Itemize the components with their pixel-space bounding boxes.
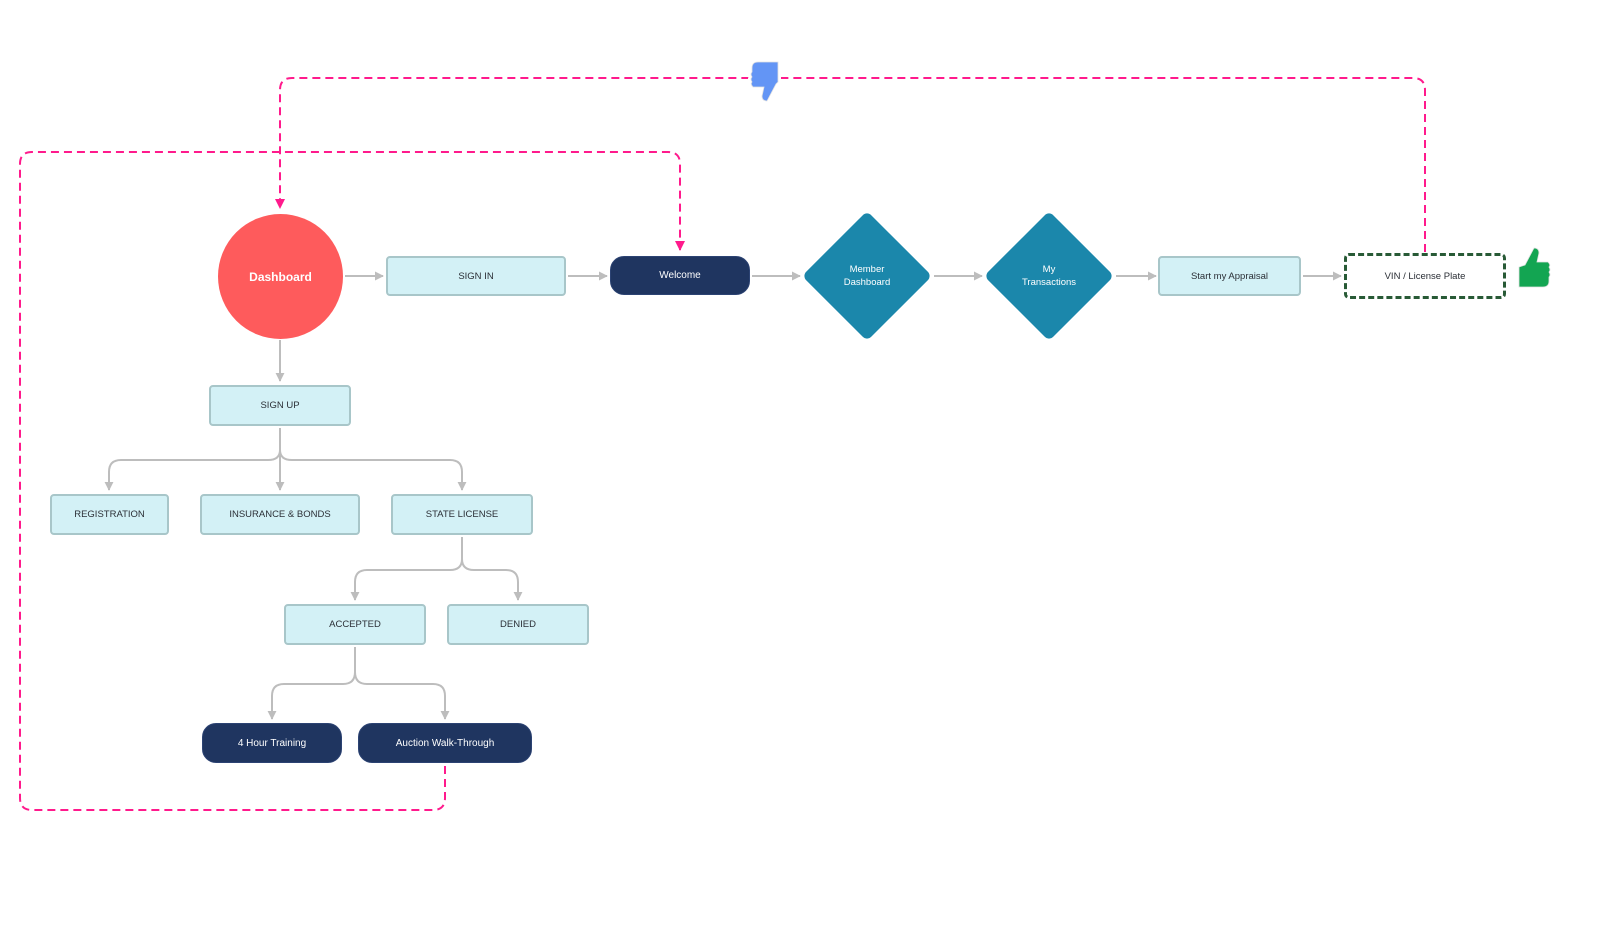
- loop-walkthrough-to-welcome: [19, 151, 685, 811]
- thumbs-up-icon: [1516, 245, 1553, 290]
- thumbs-down-icon: [748, 59, 781, 104]
- sign-in-node[interactable]: SIGN IN: [386, 256, 566, 296]
- member-dashboard-label: Member Dashboard: [843, 264, 891, 288]
- start-appraisal-label: Start my Appraisal: [1190, 270, 1269, 282]
- my-transactions-node[interactable]: My Transactions: [983, 210, 1115, 342]
- edge-statelicense-denied: [461, 558, 523, 601]
- insurance-bonds-label: INSURANCE & BONDS: [229, 509, 331, 520]
- edge-signup-registration: [104, 428, 281, 491]
- training-node[interactable]: 4 Hour Training: [202, 723, 342, 763]
- dashboard-label: Dashboard: [249, 269, 312, 284]
- edge-statelicense-accepted: [350, 537, 463, 601]
- insurance-bonds-node[interactable]: INSURANCE & BONDS: [200, 494, 360, 535]
- denied-label: DENIED: [500, 619, 536, 630]
- accepted-label: ACCEPTED: [329, 619, 381, 630]
- state-license-label: STATE LICENSE: [425, 509, 499, 520]
- sign-up-label: SIGN UP: [260, 400, 300, 411]
- walkthrough-node[interactable]: Auction Walk-Through: [358, 723, 532, 763]
- vin-license-label: VIN / License Plate: [1384, 270, 1466, 282]
- start-appraisal-node[interactable]: Start my Appraisal: [1158, 256, 1301, 296]
- loop-vin-to-dashboard: [275, 77, 1426, 252]
- sign-in-label: SIGN IN: [458, 270, 494, 282]
- dashboard-node[interactable]: Dashboard: [218, 214, 343, 339]
- edge-signup-statelicense: [279, 449, 467, 491]
- welcome-label: Welcome: [659, 270, 701, 281]
- registration-label: REGISTRATION: [74, 509, 145, 520]
- welcome-node[interactable]: Welcome: [610, 256, 750, 295]
- edge-accepted-walkthrough: [354, 671, 450, 720]
- sign-up-node[interactable]: SIGN UP: [209, 385, 351, 426]
- accepted-node[interactable]: ACCEPTED: [284, 604, 426, 645]
- edge-accepted-training: [267, 647, 356, 720]
- registration-node[interactable]: REGISTRATION: [50, 494, 169, 535]
- member-dashboard-node[interactable]: Member Dashboard: [801, 210, 933, 342]
- state-license-node[interactable]: STATE LICENSE: [391, 494, 533, 535]
- walkthrough-label: Auction Walk-Through: [395, 737, 495, 749]
- my-transactions-label: My Transactions: [1021, 264, 1077, 288]
- denied-node[interactable]: DENIED: [447, 604, 589, 645]
- vin-license-node[interactable]: VIN / License Plate: [1344, 253, 1506, 299]
- training-label: 4 Hour Training: [237, 737, 307, 749]
